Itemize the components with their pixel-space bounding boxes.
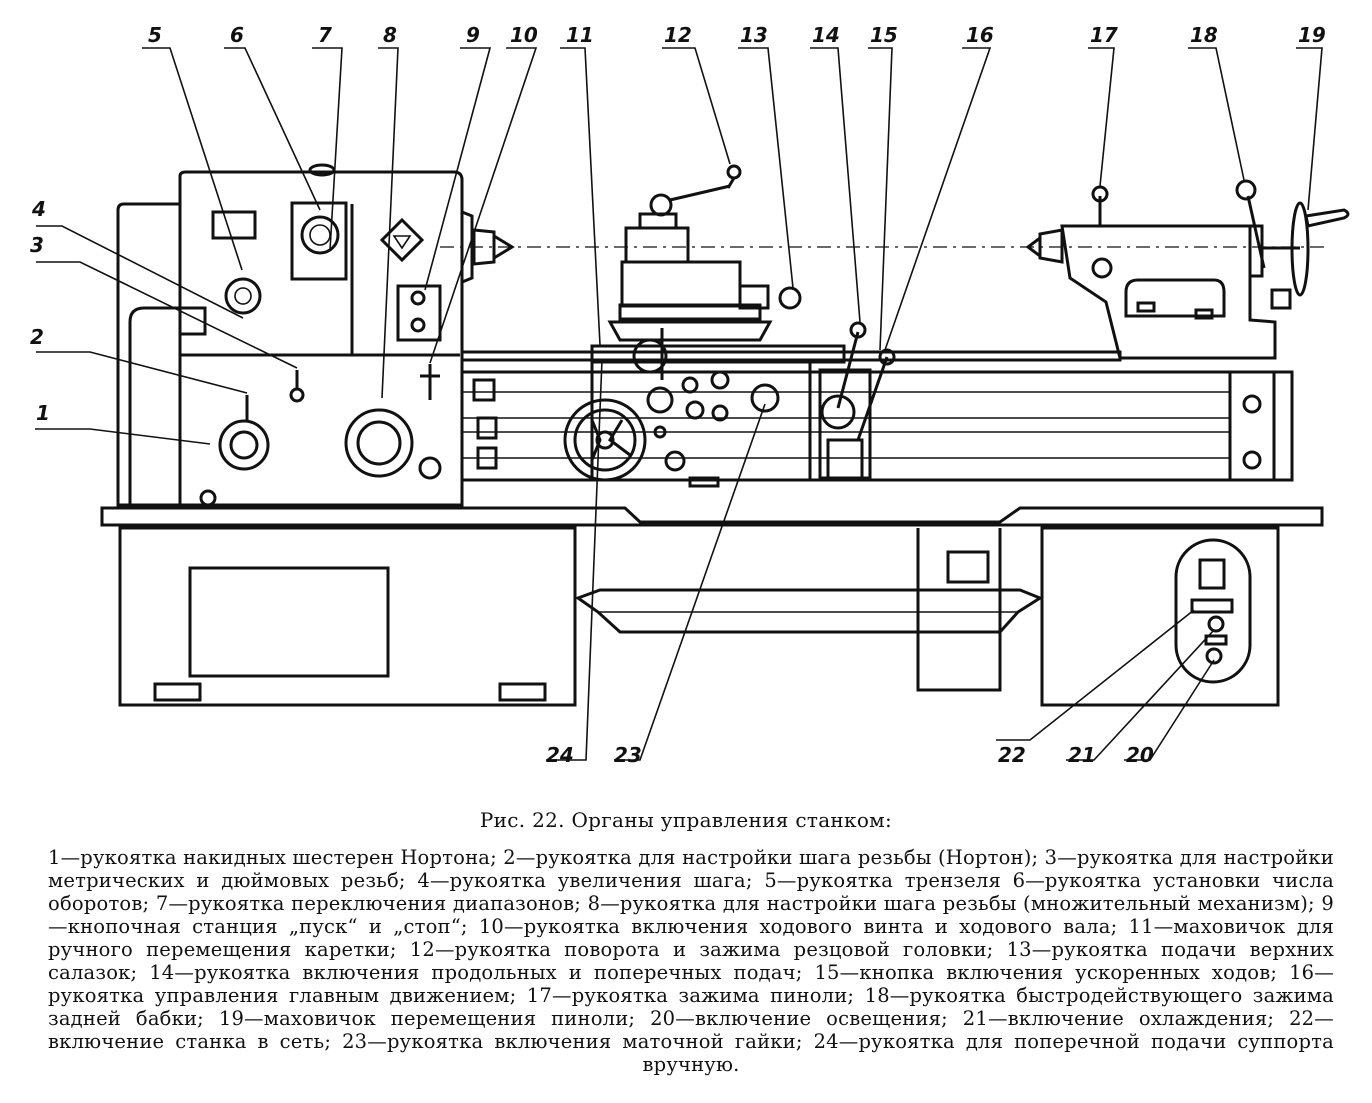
callout-23: 23 bbox=[614, 743, 642, 767]
callout-16: 16 bbox=[966, 23, 994, 47]
callout-4: 4 bbox=[31, 197, 46, 221]
bed-top-rail bbox=[100, 506, 1324, 527]
callout-20: 20 bbox=[1126, 743, 1154, 767]
leader-lines bbox=[35, 47, 1323, 761]
callout-numbers: 1 2 3 4 5 6 7 8 9 10 11 12 13 14 15 16 1… bbox=[30, 23, 1326, 767]
tool-post bbox=[607, 164, 802, 342]
callout-17: 17 bbox=[1090, 23, 1118, 47]
callout-8: 8 bbox=[383, 23, 397, 47]
headstock bbox=[116, 163, 464, 507]
callout-7: 7 bbox=[318, 23, 332, 47]
callout-24: 24 bbox=[546, 743, 574, 767]
callout-3: 3 bbox=[30, 233, 44, 257]
callout-9: 9 bbox=[466, 23, 480, 47]
carriage-apron bbox=[563, 328, 846, 488]
feed-control-box bbox=[818, 321, 896, 482]
callout-13: 13 bbox=[740, 23, 768, 47]
left-pedestal bbox=[118, 526, 577, 707]
tailstock bbox=[1025, 179, 1350, 360]
callout-1: 1 bbox=[36, 401, 50, 425]
callout-15: 15 bbox=[870, 23, 898, 47]
lathe-drawing: 1 2 3 4 5 6 7 8 9 10 11 12 13 14 15 16 1… bbox=[30, 23, 1350, 767]
callout-22: 22 bbox=[998, 743, 1026, 767]
callout-14: 14 bbox=[812, 23, 840, 47]
callout-10: 10 bbox=[510, 23, 538, 47]
middle-support bbox=[916, 528, 1002, 692]
guide-ways bbox=[460, 350, 1294, 482]
callout-6: 6 bbox=[230, 23, 244, 47]
callout-5: 5 bbox=[148, 23, 162, 47]
callout-21: 21 bbox=[1068, 743, 1096, 767]
callout-18: 18 bbox=[1190, 23, 1218, 47]
callout-19: 19 bbox=[1298, 23, 1326, 47]
figure-caption: Рис. 22. Органы управления станком: bbox=[479, 808, 893, 832]
callout-12: 12 bbox=[664, 23, 692, 47]
chip-tray bbox=[574, 588, 1044, 634]
callout-11: 11 bbox=[566, 23, 594, 47]
figure-legend: 1—рукоятка накидных шестерен Нортона; 2—… bbox=[48, 846, 1335, 1076]
spindle-chuck bbox=[460, 209, 515, 285]
callout-2: 2 bbox=[30, 325, 44, 349]
right-pedestal bbox=[1040, 526, 1280, 707]
